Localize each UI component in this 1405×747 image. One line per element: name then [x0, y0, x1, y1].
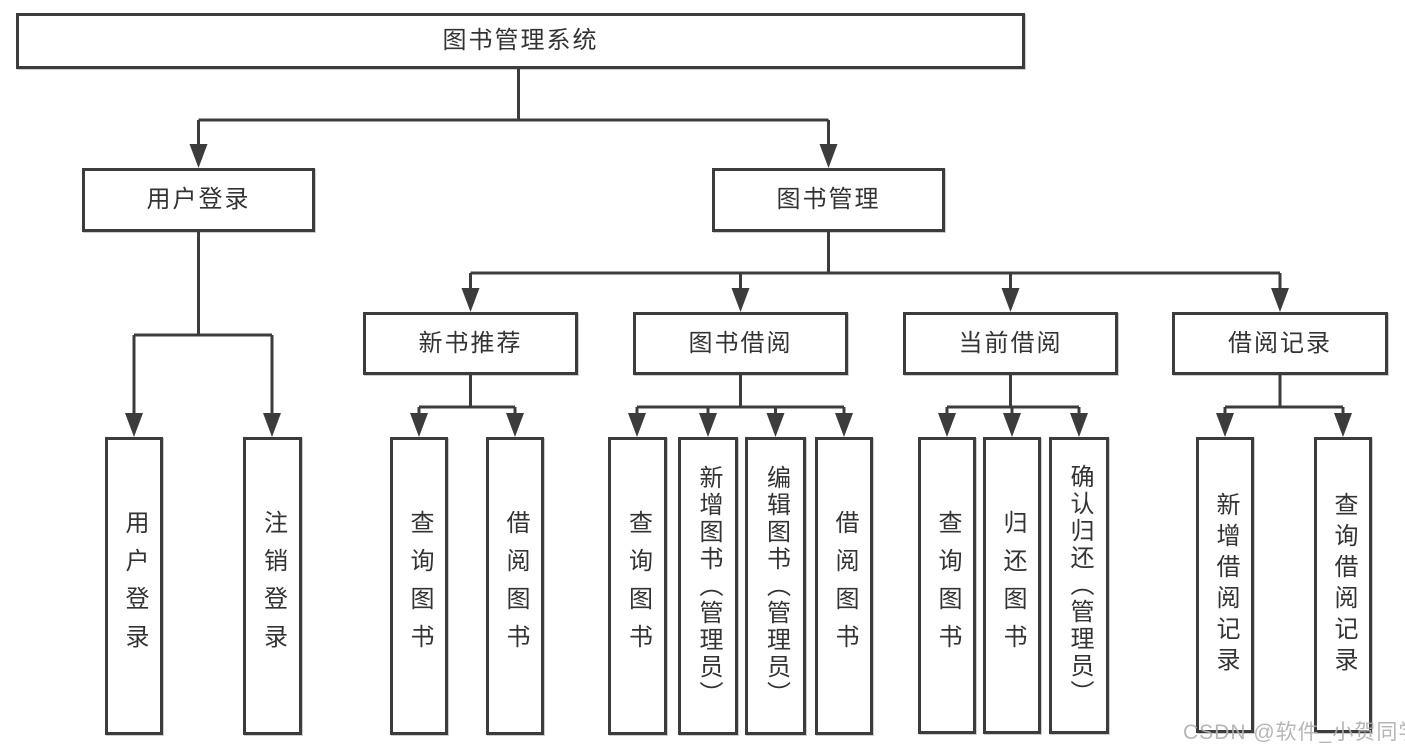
leaf-query-books-current: 查询图书	[918, 437, 976, 734]
node-borrowing-records: 借阅记录	[1172, 312, 1388, 375]
node-label: 新书推荐	[418, 329, 523, 357]
node-label: 查询图书	[934, 509, 961, 662]
node-label: 新增借阅记录	[1212, 492, 1239, 678]
csdn-watermark: CSDN @软件_小贺同学	[1183, 721, 1405, 744]
leaf-query-borrow-record: 查询借阅记录	[1314, 437, 1372, 733]
node-label: 用户登录	[146, 186, 251, 213]
leaf-borrow-books-recommend: 借阅图书	[486, 437, 544, 735]
node-label: 图书借阅	[688, 329, 793, 357]
node-label: 查询图书	[406, 510, 433, 662]
leaf-add-borrow-record: 新增借阅记录	[1196, 437, 1254, 733]
leaf-edit-book-admin: 编辑图书（管理员）	[745, 437, 806, 735]
leaf-return-books: 归还图书	[983, 437, 1041, 734]
node-label: 确认归还（管理员）	[1066, 464, 1093, 707]
node-label: 用户登录	[121, 510, 148, 662]
node-label: 借阅图书	[831, 510, 858, 662]
node-user-login: 用户登录	[82, 168, 315, 232]
node-label: 查询借阅记录	[1330, 492, 1357, 678]
leaf-user-login: 用户登录	[105, 437, 163, 735]
leaf-query-books-borrowing: 查询图书	[608, 437, 667, 735]
node-label: 查询图书	[624, 510, 652, 662]
node-label: 借阅记录	[1228, 329, 1332, 357]
node-label: 新增图书（管理员）	[695, 464, 722, 708]
node-label: 借阅图书	[502, 510, 529, 662]
node-label: 归还图书	[999, 509, 1026, 662]
leaf-borrow-books: 借阅图书	[815, 437, 873, 735]
node-book-borrowing: 图书借阅	[633, 312, 848, 375]
node-label: 图书管理系统	[442, 27, 599, 54]
node-label: 当前借阅	[958, 329, 1063, 357]
node-label: 注销登录	[259, 510, 287, 662]
leaf-confirm-return-admin: 确认归还（管理员）	[1049, 437, 1109, 734]
node-label: 图书管理	[776, 186, 881, 213]
node-book-management: 图书管理	[712, 168, 945, 232]
node-label: 编辑图书（管理员）	[762, 464, 790, 708]
node-new-book-recommendation: 新书推荐	[363, 312, 578, 375]
leaf-logout: 注销登录	[243, 437, 302, 735]
leaf-add-book-admin: 新增图书（管理员）	[678, 437, 738, 735]
node-library-management-system: 图书管理系统	[16, 13, 1025, 69]
node-current-borrowing: 当前借阅	[903, 312, 1118, 375]
leaf-query-books-recommend: 查询图书	[390, 437, 448, 735]
